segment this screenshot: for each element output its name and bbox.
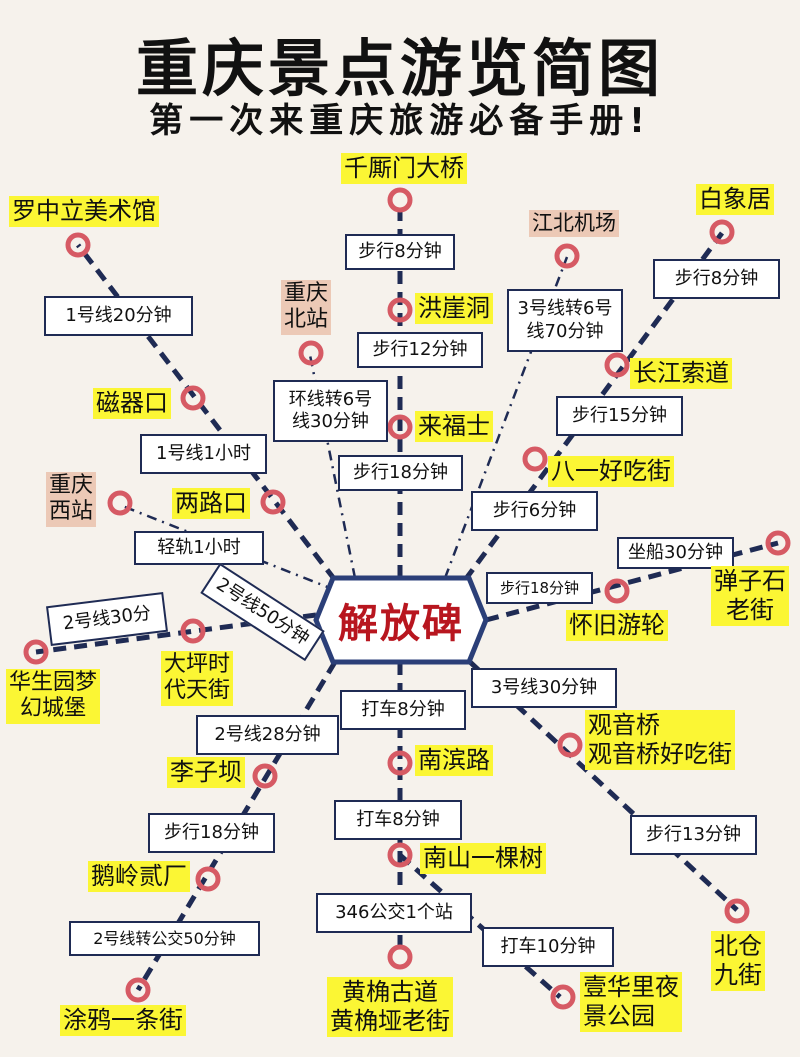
hub-jiefangbei[interactable]: 解放碑 <box>338 600 464 647</box>
place-beicang[interactable]: 北仓 九街 <box>711 931 765 991</box>
station-rings <box>23 187 791 1010</box>
route-box: 轻轨1小时 <box>134 531 264 565</box>
place-raffles[interactable]: 来福士 <box>415 411 493 442</box>
route-box: 步行8分钟 <box>345 234 455 270</box>
route-box: 步行6分钟 <box>471 491 598 531</box>
route-box: 1号线1小时 <box>140 434 267 474</box>
place-qiansimen-bridge[interactable]: 千厮门大桥 <box>341 153 467 184</box>
place-danzishi-old-street[interactable]: 弹子石 老街 <box>711 566 789 626</box>
route-box: 坐船30分钟 <box>617 537 734 569</box>
place-bayi-food-street[interactable]: 八一好吃街 <box>548 456 674 487</box>
route-box: 2号线转公交50分钟 <box>69 921 260 956</box>
dash-dot-lines <box>119 256 569 592</box>
page-title: 重庆景点游览简图 <box>135 32 664 105</box>
route-box: 步行13分钟 <box>630 815 757 855</box>
route-box: 步行12分钟 <box>357 332 483 368</box>
place-liziba[interactable]: 李子坝 <box>167 757 245 788</box>
page-subtitle: 第一次来重庆旅游必备手册! <box>149 101 651 141</box>
route-box: 346公交1个站 <box>316 893 472 933</box>
place-lianglukou[interactable]: 两路口 <box>172 488 250 519</box>
route-box: 步行18分钟 <box>148 813 275 853</box>
route-box: 步行18分钟 <box>486 572 593 604</box>
route-box: 打车8分钟 <box>334 800 462 840</box>
place-chongqing-west-station[interactable]: 重庆 西站 <box>46 472 97 527</box>
place-guanyinqiao[interactable]: 观音桥 观音桥好吃街 <box>585 710 735 770</box>
route-box: 步行15分钟 <box>556 396 683 436</box>
route-box: 2号线28分钟 <box>196 715 339 755</box>
place-nanshan-tree[interactable]: 南山一棵树 <box>420 843 546 874</box>
place-luozhongli-museum[interactable]: 罗中立美术馆 <box>9 196 159 227</box>
route-box: 3号线转6号 线70分钟 <box>507 289 623 352</box>
route-box: 打车10分钟 <box>482 927 614 967</box>
place-huangjueya[interactable]: 黄桷古道 黄桷垭老街 <box>327 977 453 1037</box>
place-ciqikou[interactable]: 磁器口 <box>93 388 171 419</box>
route-box: 环线转6号 线30分钟 <box>273 380 388 442</box>
hub-shape <box>313 575 489 665</box>
place-baixiangju[interactable]: 白象居 <box>696 184 774 215</box>
route-box: 1号线20分钟 <box>44 296 193 336</box>
place-chongqing-north-station[interactable]: 重庆 北站 <box>281 280 332 335</box>
place-huaijiu-cruise[interactable]: 怀旧游轮 <box>566 610 668 641</box>
place-nanbin-road[interactable]: 南滨路 <box>415 745 493 776</box>
place-hongyadong[interactable]: 洪崖洞 <box>415 293 493 324</box>
place-daping-tianjie[interactable]: 大坪时 代天街 <box>161 651 234 706</box>
place-jiangbei-airport[interactable]: 江北机场 <box>529 210 619 238</box>
route-box: 步行8分钟 <box>653 259 780 299</box>
place-changjiang-cableway[interactable]: 长江索道 <box>630 358 732 389</box>
place-huasheng-castle[interactable]: 华生园梦 幻城堡 <box>6 669 101 724</box>
place-eling-factory[interactable]: 鹅岭贰厂 <box>88 861 190 892</box>
route-box: 3号线30分钟 <box>471 668 617 708</box>
place-yihuali-park[interactable]: 壹华里夜 景公园 <box>580 972 682 1032</box>
place-graffiti-street[interactable]: 涂鸦一条街 <box>60 1005 186 1036</box>
route-box: 步行18分钟 <box>338 455 463 491</box>
route-box: 打车8分钟 <box>340 690 466 730</box>
